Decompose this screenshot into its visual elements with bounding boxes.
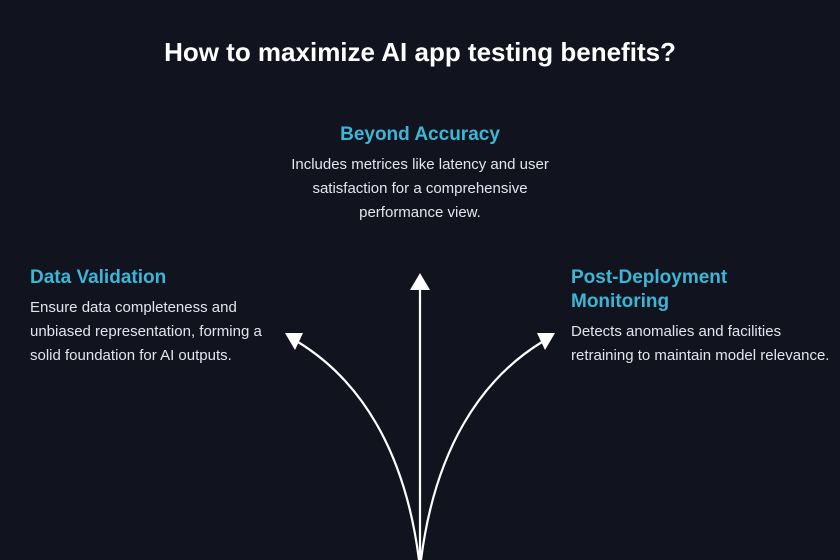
arrow-left-head-icon xyxy=(285,333,303,350)
benefit-description: Includes metrices like latency and user … xyxy=(291,156,549,221)
benefit-heading: Data Validation xyxy=(30,267,167,288)
benefit-heading: Beyond Accuracy xyxy=(340,124,500,145)
arrow-up-head-icon xyxy=(410,273,430,290)
arrow-left-line xyxy=(297,341,421,560)
benefit-post-deployment-monitoring: Post-Deployment Monitoring Detects anoma… xyxy=(571,266,831,368)
arrow-right-line xyxy=(419,341,543,560)
benefit-description: Ensure data completeness and unbiased re… xyxy=(30,299,262,364)
arrow-right-head-icon xyxy=(537,333,555,350)
page-title: How to maximize AI app testing benefits? xyxy=(164,37,676,67)
benefit-heading: Post-Deployment Monitoring xyxy=(571,267,728,312)
benefit-data-validation: Data Validation Ensure data completeness… xyxy=(30,266,280,368)
benefit-beyond-accuracy: Beyond Accuracy Includes metrices like l… xyxy=(270,123,570,225)
benefit-description: Detects anomalies and facilities retrain… xyxy=(571,323,830,364)
